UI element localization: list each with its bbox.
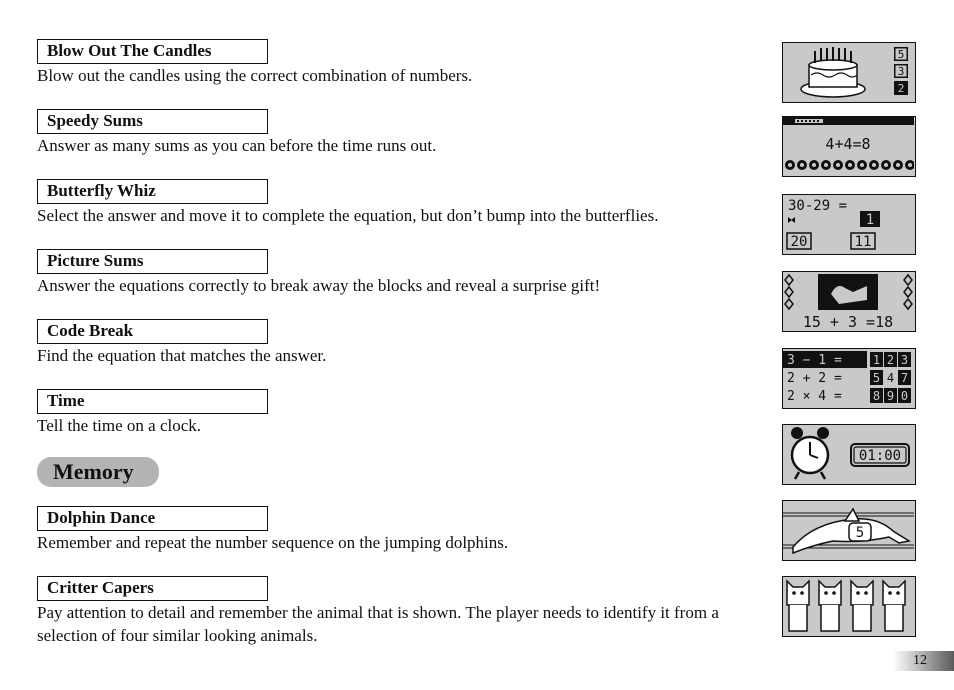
- screen-time: 01:00: [782, 424, 916, 485]
- code-key: 2: [887, 353, 894, 367]
- entry-code-break: Code Break Find the equation that matche…: [37, 319, 737, 367]
- code-key: 8: [873, 389, 880, 403]
- entry-title: Critter Capers: [37, 576, 268, 601]
- code-key: 3: [901, 353, 908, 367]
- screen-picture-sums: 15 + 3 =18: [782, 271, 916, 332]
- entry-description: Tell the time on a clock.: [37, 416, 202, 435]
- entry-dolphin-dance: Dolphin Dance Remember and repeat the nu…: [37, 506, 737, 554]
- code-row: 3 − 1 =: [787, 353, 842, 368]
- page-number-tab: 12: [893, 651, 954, 671]
- section-heading-memory: Memory: [37, 457, 159, 487]
- entry-title: Speedy Sums: [37, 109, 268, 134]
- entry-butterfly-whiz: Butterfly Whiz Select the answer and mov…: [37, 179, 737, 227]
- code-key: 9: [887, 389, 894, 403]
- dolphin-digit: 5: [856, 525, 864, 541]
- answer-choice: 11: [855, 234, 872, 250]
- cake-icon: 5 3 2: [800, 47, 908, 98]
- selected-answer: 1: [866, 212, 874, 228]
- entry-description: Find the equation that matches the answe…: [37, 346, 327, 365]
- gift-picture: [831, 286, 867, 304]
- page-number: 12: [913, 653, 927, 668]
- entry-picture-sums: Picture Sums Answer the equations correc…: [37, 249, 737, 297]
- entry-title: Time: [37, 389, 268, 414]
- entry-title: Dolphin Dance: [37, 506, 268, 531]
- picture-equation: 15 + 3 =18: [803, 313, 893, 330]
- candle-digit: 5: [898, 48, 905, 61]
- cat-icon: [786, 579, 810, 632]
- entry-title: Code Break: [37, 319, 268, 344]
- cat-icon: [882, 579, 906, 632]
- flower-border: [785, 160, 914, 170]
- code-key: 0: [901, 389, 908, 403]
- cat-icon: [850, 579, 874, 632]
- entry-title: Blow Out The Candles: [37, 39, 268, 64]
- code-key: 5: [873, 371, 880, 385]
- screen-code-break: 3 − 1 = 2 + 2 = 2 × 4 = 1 2 3 5 4 7 8 9 …: [782, 348, 916, 409]
- entry-description: Select the answer and move it to complet…: [37, 206, 659, 225]
- code-row: 2 + 2 =: [787, 371, 842, 386]
- entry-title: Picture Sums: [37, 249, 268, 274]
- screen-speedy-sums: 4+4=8: [782, 116, 916, 177]
- entry-critter-capers: Critter Capers Pay attention to detail a…: [37, 576, 727, 647]
- screen-blow-out-the-candles: 5 3 2: [782, 42, 916, 103]
- entry-description: Blow out the candles using the correct c…: [37, 66, 473, 85]
- butterfly-equation: 30-29 =: [788, 198, 847, 214]
- entry-description: Answer the equations correctly to break …: [37, 276, 601, 295]
- timer-bar: [797, 120, 819, 122]
- code-key: 1: [873, 353, 880, 367]
- code-key: 4: [887, 371, 894, 385]
- screen-critter-capers: [782, 576, 916, 637]
- code-key: 7: [901, 371, 908, 385]
- entry-speedy-sums: Speedy Sums Answer as many sums as you c…: [37, 109, 737, 157]
- code-row: 2 × 4 =: [787, 389, 842, 404]
- candle-digit: 3: [898, 65, 905, 78]
- entry-description: Remember and repeat the number sequence …: [37, 533, 509, 552]
- screen-butterfly-whiz: 30-29 = 1 20 11: [782, 194, 916, 255]
- alarm-clock-icon: [790, 427, 830, 480]
- ornament-border: [784, 273, 913, 311]
- speedy-equation: 4+4=8: [825, 135, 870, 153]
- screen-dolphin-dance: 5: [782, 500, 916, 561]
- entry-description: Pay attention to detail and remember the…: [37, 603, 719, 645]
- entry-title: Butterfly Whiz: [37, 179, 268, 204]
- answer-choice: 20: [791, 234, 808, 250]
- candle-digit: 2: [898, 82, 905, 95]
- entry-time: Time Tell the time on a clock.: [37, 389, 737, 437]
- entry-description: Answer as many sums as you can before th…: [37, 136, 437, 155]
- cat-icon: [818, 579, 842, 632]
- digital-clock: 01:00: [859, 448, 901, 464]
- butterfly-icon: [788, 217, 795, 223]
- entry-blow-out-the-candles: Blow Out The Candles Blow out the candle…: [37, 39, 737, 87]
